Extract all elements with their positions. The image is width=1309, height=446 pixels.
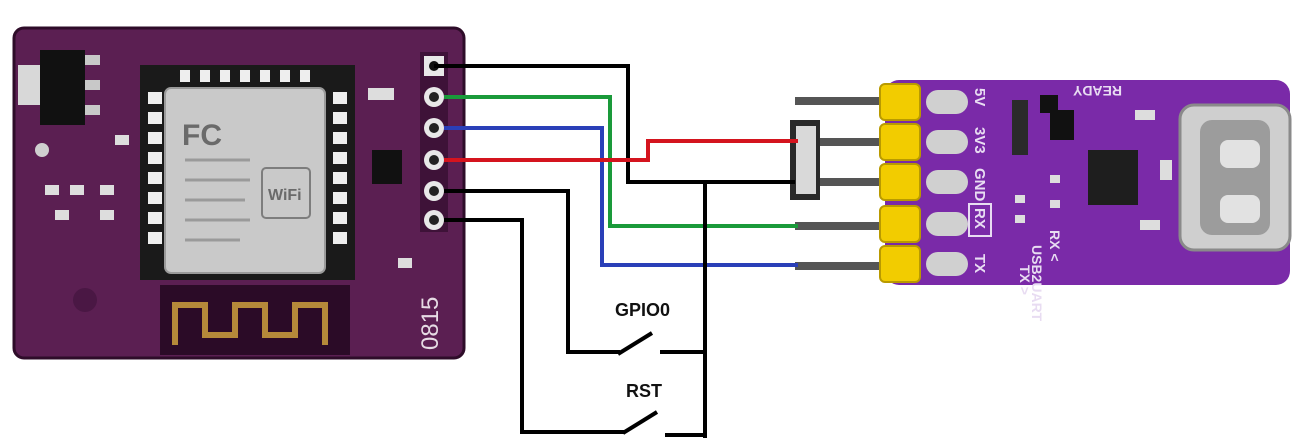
esp-module: FC WiFi 0815 bbox=[12, 26, 466, 360]
adapter-pin-header bbox=[879, 83, 921, 283]
pin-label-tx: TX bbox=[971, 254, 988, 273]
antenna-area bbox=[160, 285, 350, 355]
mount-hole bbox=[35, 143, 49, 157]
board-number: 0815 bbox=[417, 297, 444, 350]
pcb-antenna-trace bbox=[172, 302, 328, 345]
switch-gpio0-lever bbox=[616, 331, 654, 356]
pin-label-gnd: GND bbox=[971, 168, 988, 202]
wires bbox=[434, 64, 798, 438]
tx-arrow-label: TX > bbox=[1017, 265, 1033, 295]
transistor bbox=[372, 150, 402, 184]
ready-label: READY bbox=[1072, 83, 1122, 99]
wire-black-gpio0 bbox=[444, 189, 620, 354]
gpio0-switch-label: GPIO0 bbox=[615, 300, 670, 320]
switch-rst-lever bbox=[621, 410, 659, 435]
usb2uart-label: USB2UART bbox=[1029, 245, 1045, 322]
esp-chip-pads bbox=[148, 70, 347, 244]
rst-switch-label: RST bbox=[626, 381, 662, 401]
regulator-chip bbox=[40, 50, 85, 125]
pin-label-rx: RX bbox=[971, 208, 988, 229]
wire-blue-tx bbox=[444, 126, 798, 267]
uart-chip bbox=[1088, 150, 1138, 205]
pin-label-3v3: 3V3 bbox=[971, 127, 988, 154]
usb2uart-adapter: 5V 3V3 GND RX TX READY RX < USB2UART TX … bbox=[790, 80, 1292, 322]
module-header bbox=[420, 52, 448, 232]
pin-label-5v: 5V bbox=[971, 88, 988, 106]
rx-arrow-label: RX < bbox=[1047, 230, 1063, 262]
wire-black-gnd bbox=[434, 64, 795, 184]
wire-black-rst bbox=[444, 218, 625, 434]
wifi-mark: WiFi bbox=[268, 187, 302, 204]
wire-red-3v3 bbox=[444, 139, 798, 162]
fcc-mark: FC bbox=[182, 119, 222, 152]
